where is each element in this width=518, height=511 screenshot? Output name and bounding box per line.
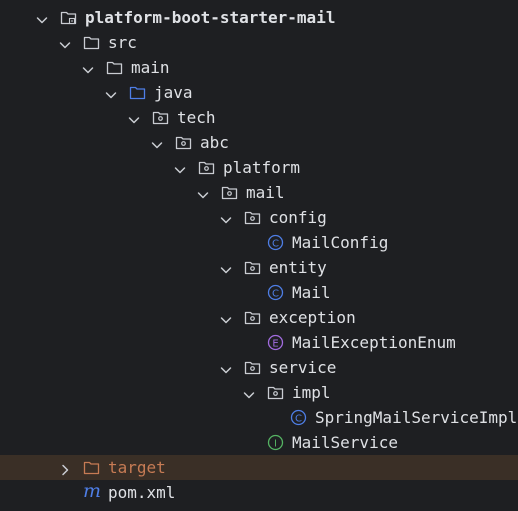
chevron-down-icon[interactable]: [174, 161, 186, 174]
tree-row-platform-boot-starter-mail[interactable]: platform-boot-starter-mail: [0, 5, 518, 30]
tree-row-mailservice[interactable]: I MailService: [0, 430, 518, 455]
tree-row-springmailserviceimpl[interactable]: C SpringMailServiceImpl: [0, 405, 518, 430]
package-icon: [244, 359, 261, 376]
package-icon: [198, 159, 215, 176]
chevron-down-icon[interactable]: [151, 136, 163, 149]
chevron-down-icon[interactable]: [220, 311, 232, 324]
tree-item-label: Mail: [292, 283, 331, 302]
tree-item-label: target: [108, 458, 166, 477]
svg-text:E: E: [272, 338, 278, 349]
class-icon: C: [290, 409, 307, 426]
tree-item-label: SpringMailServiceImpl: [315, 408, 518, 427]
maven-icon: m: [83, 480, 102, 502]
tree-item-label: java: [154, 83, 193, 102]
tree-row-target[interactable]: target: [0, 455, 518, 480]
tree-row-platform[interactable]: platform: [0, 155, 518, 180]
tree-row-mailconfig[interactable]: C MailConfig: [0, 230, 518, 255]
enum-icon: E: [267, 334, 284, 351]
package-icon: [152, 109, 169, 126]
chevron-down-icon[interactable]: [243, 386, 255, 399]
package-icon: [244, 209, 261, 226]
chevron-down-icon[interactable]: [220, 211, 232, 224]
tree-row-abc[interactable]: abc: [0, 130, 518, 155]
tree-item-label: platform-boot-starter-mail: [85, 8, 336, 27]
tree-row-service[interactable]: service: [0, 355, 518, 380]
package-icon: [244, 259, 261, 276]
tree-row-entity[interactable]: entity: [0, 255, 518, 280]
chevron-right-icon[interactable]: [59, 461, 71, 476]
tree-row-mail[interactable]: C Mail: [0, 280, 518, 305]
chevron-down-icon[interactable]: [220, 261, 232, 274]
tree-row-main[interactable]: main: [0, 55, 518, 80]
tree-row-mailexceptionenum[interactable]: E MailExceptionEnum: [0, 330, 518, 355]
tree-row-java[interactable]: java: [0, 80, 518, 105]
chevron-down-icon[interactable]: [59, 36, 71, 49]
tree-item-label: MailExceptionEnum: [292, 333, 456, 352]
chevron-down-icon[interactable]: [197, 186, 209, 199]
package-icon: [267, 384, 284, 401]
class-icon: C: [267, 284, 284, 301]
tree-row-src[interactable]: src: [0, 30, 518, 55]
tree-item-label: tech: [177, 108, 216, 127]
tree-item-label: impl: [292, 383, 331, 402]
tree-item-label: mail: [246, 183, 285, 202]
svg-text:I: I: [274, 438, 277, 449]
source-root-folder-icon: [129, 84, 146, 101]
chevron-down-icon[interactable]: [105, 86, 117, 99]
package-icon: [175, 134, 192, 151]
tree-row-impl[interactable]: impl: [0, 380, 518, 405]
tree-item-label: exception: [269, 308, 356, 327]
tree-item-label: service: [269, 358, 337, 377]
excluded-folder-icon: [83, 459, 100, 476]
tree-row-tech[interactable]: tech: [0, 105, 518, 130]
tree-row-pom-xml[interactable]: m pom.xml: [0, 480, 518, 505]
chevron-down-icon[interactable]: [82, 61, 94, 74]
tree-item-label: MailConfig: [292, 233, 389, 252]
module-folder-icon: [60, 9, 77, 26]
chevron-down-icon[interactable]: [220, 361, 232, 374]
tree-row-mail[interactable]: mail: [0, 180, 518, 205]
chevron-down-icon[interactable]: [36, 11, 48, 24]
svg-text:C: C: [272, 238, 279, 249]
tree-item-label: pom.xml: [108, 483, 176, 502]
tree-item-label: main: [131, 58, 170, 77]
svg-text:C: C: [295, 413, 302, 424]
tree-item-label: abc: [200, 133, 229, 152]
chevron-down-icon[interactable]: [128, 111, 140, 124]
tree-row-config[interactable]: config: [0, 205, 518, 230]
tree-item-label: platform: [223, 158, 301, 177]
tree-item-label: MailService: [292, 433, 398, 452]
package-icon: [221, 184, 238, 201]
folder-icon: [106, 59, 123, 76]
class-icon: C: [267, 234, 284, 251]
interface-icon: I: [267, 434, 284, 451]
tree-item-label: config: [269, 208, 327, 227]
package-icon: [244, 309, 261, 326]
svg-text:C: C: [272, 288, 279, 299]
tree-item-label: src: [108, 33, 137, 52]
tree-item-label: entity: [269, 258, 327, 277]
tree-row-exception[interactable]: exception: [0, 305, 518, 330]
folder-icon: [83, 34, 100, 51]
